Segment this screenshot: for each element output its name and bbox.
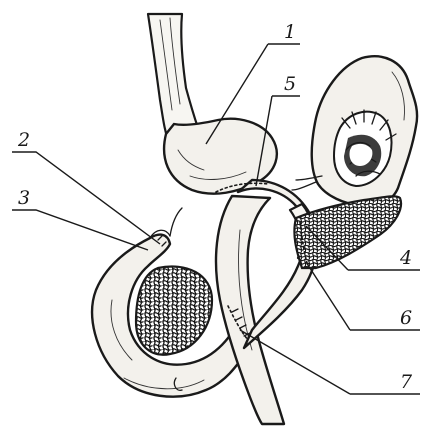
mesh-patch-3	[136, 266, 212, 354]
callout-6: 6	[400, 307, 412, 329]
callout-3: 3	[18, 187, 30, 209]
excluded-stomach	[292, 56, 417, 206]
callout-5: 5	[284, 73, 296, 95]
callout-1: 1	[284, 21, 296, 43]
mesh-segment-4	[294, 196, 401, 268]
callout-7: 7	[400, 371, 413, 393]
callout-4: 4	[399, 247, 412, 269]
callout-2: 2	[17, 129, 30, 151]
